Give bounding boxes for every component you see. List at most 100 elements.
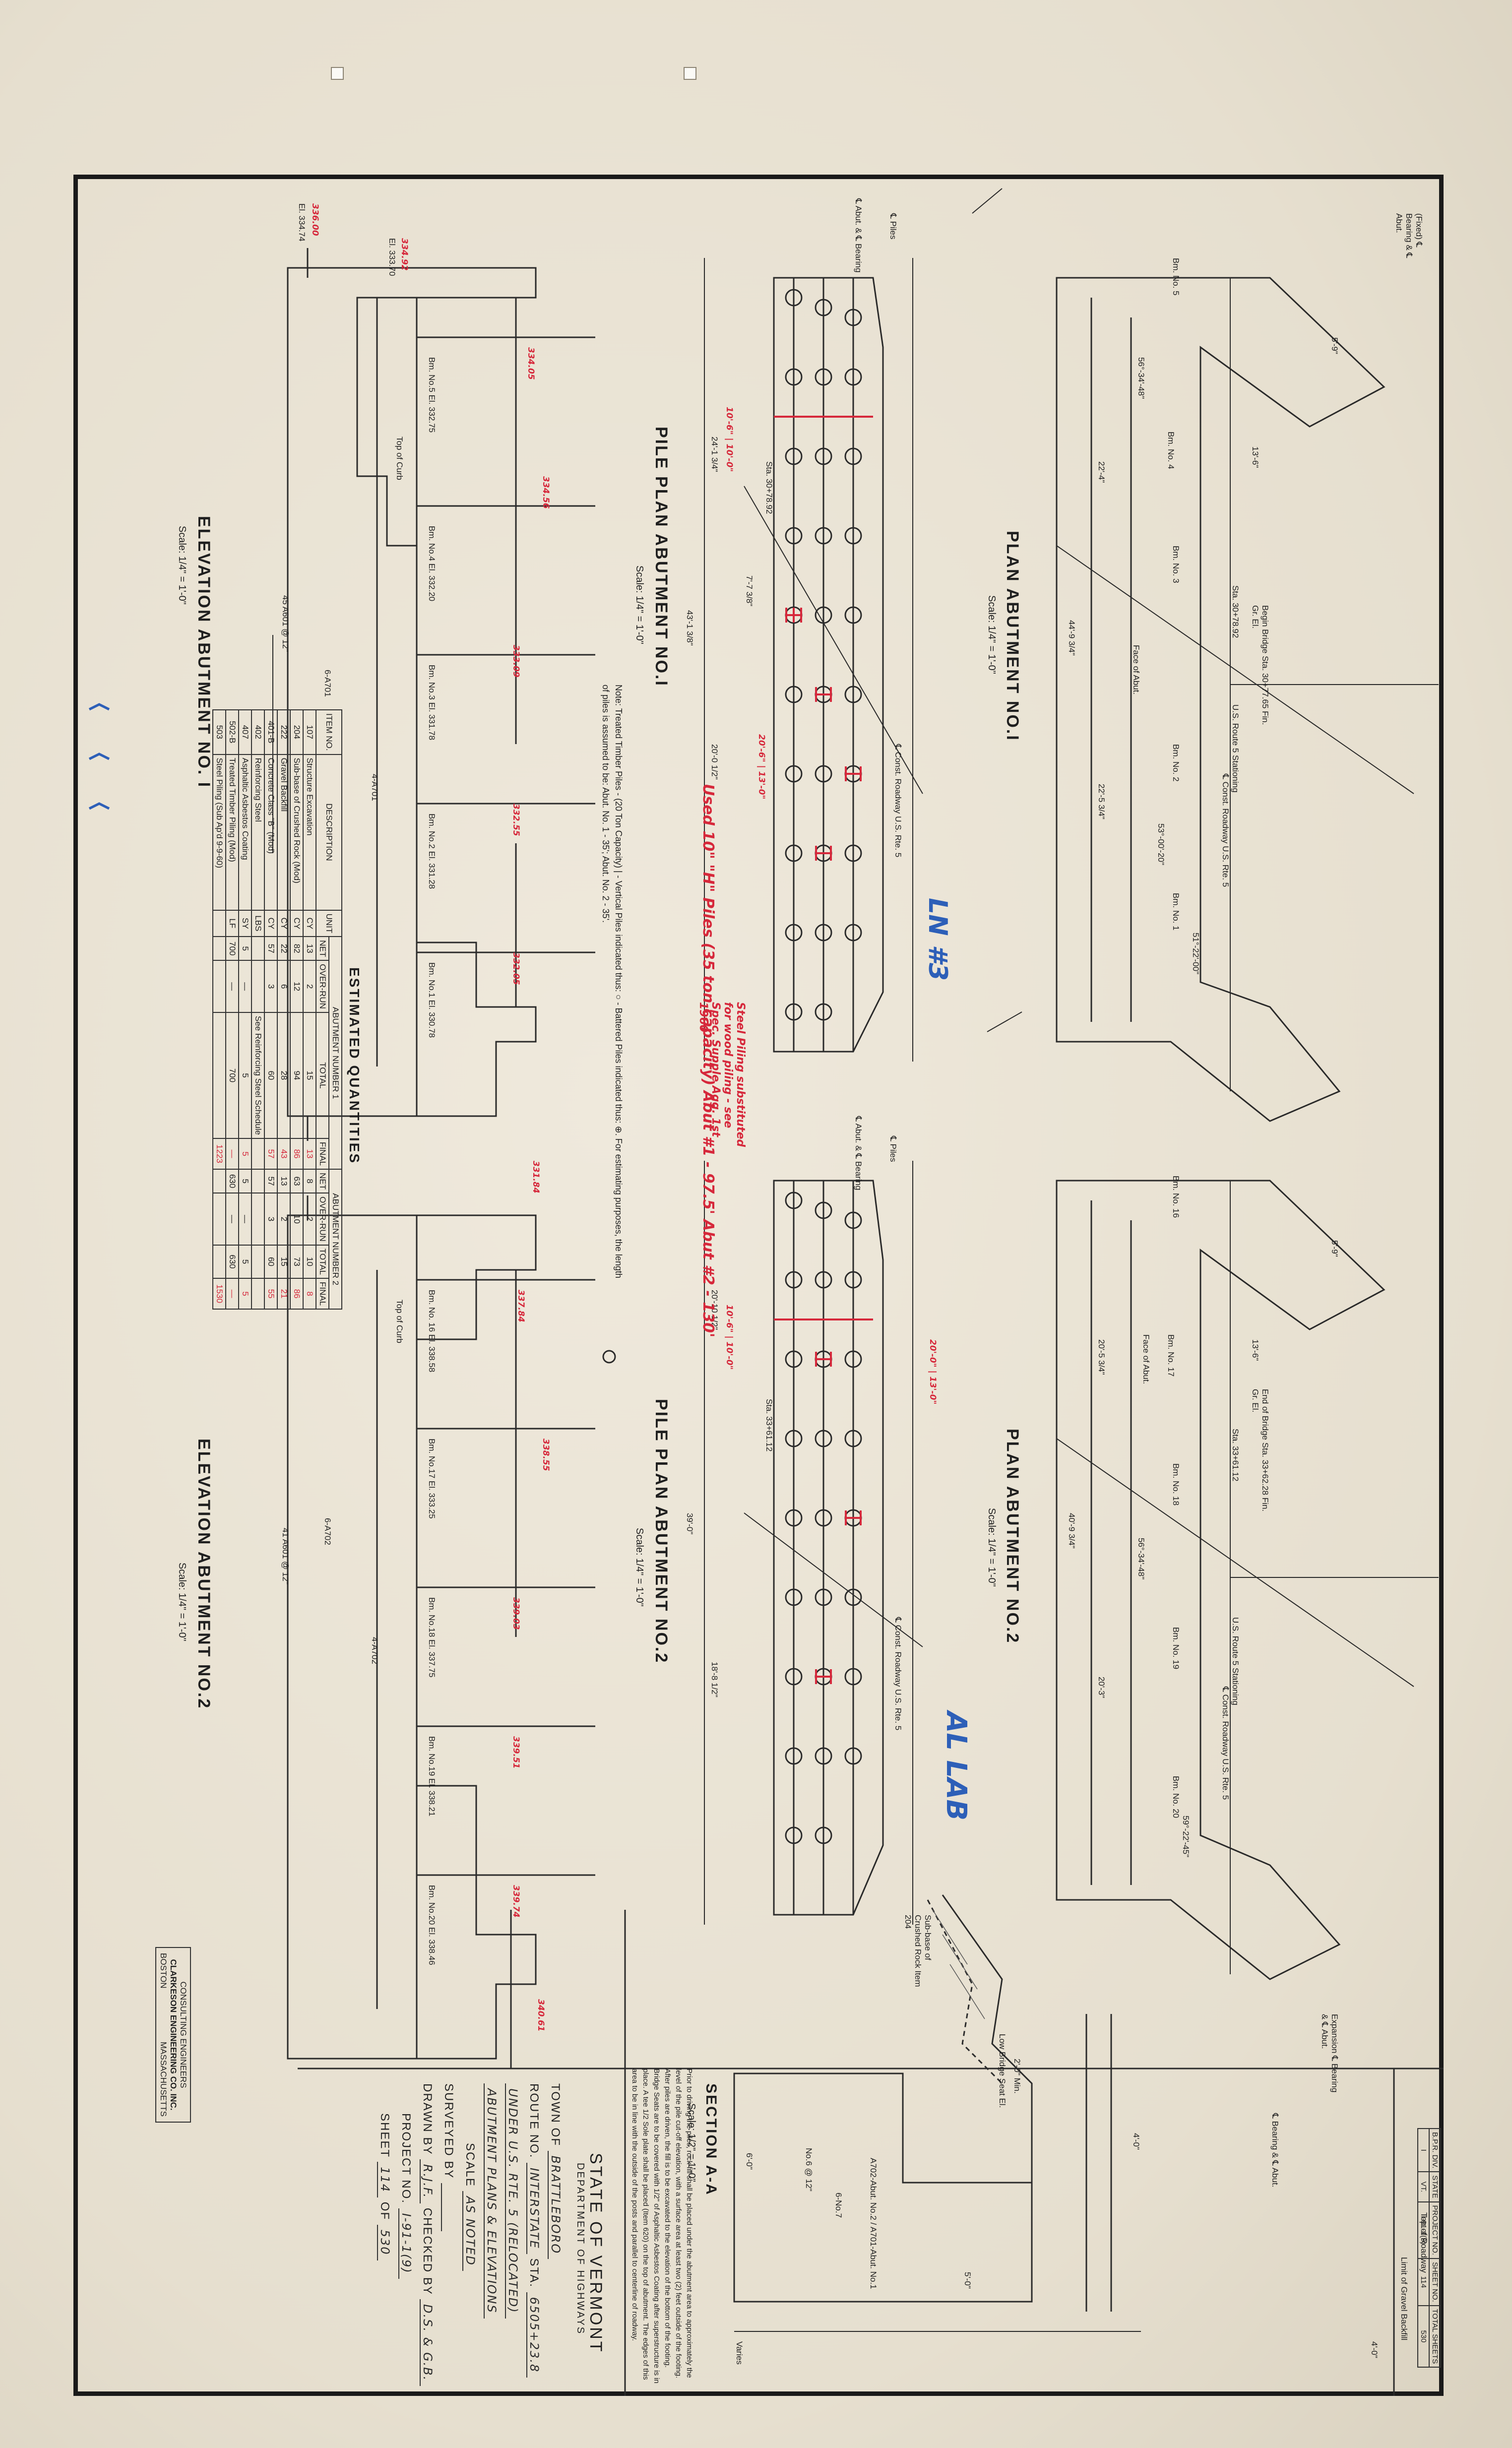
plan1-angle: 53°-00'-20": [1156, 823, 1166, 866]
section-dim: 6'-0": [745, 2153, 754, 2170]
abut1-value: 57: [264, 1138, 277, 1170]
abut2-value: 5: [239, 1278, 252, 1310]
plan2-bearings: Expansion ℄ Bearing & ℄ Abut.: [1320, 2014, 1339, 2093]
abut2-value: 3: [264, 1193, 277, 1245]
red-elev-mark: 334.92: [399, 238, 409, 271]
plan1-bridge-note: Begin Bridge Sta. 30+77.65 Fin. Gr. El.: [1251, 605, 1270, 725]
abut2-value: 21: [277, 1278, 290, 1310]
consulting-title: CONSULTING ENGINEERS: [179, 1981, 188, 2088]
red-elev-mark: 334.05: [526, 347, 536, 380]
red-pile-dim: 20'-0" | 13'-0": [928, 1339, 938, 1405]
abut1-value: 13: [303, 1138, 316, 1170]
pile2-sta: Sta. 33+61.12: [764, 1399, 774, 1452]
item-no: 503: [213, 710, 226, 754]
corner-value: I-91-1(9): [1418, 2201, 1429, 2259]
sheet-value: 114: [377, 2162, 392, 2198]
pile1-dim: 20'-0 1/2": [710, 744, 719, 780]
plan1-dim: 22'-5 3/4": [1097, 784, 1106, 819]
plan2-bm: Bm. No. 16: [1171, 1176, 1181, 1218]
elevation-2-scale: Scale: 1/4" = 1'-0": [177, 1563, 188, 1641]
red-elev-mark: 332.55: [511, 804, 521, 836]
section-label: 2'-0" Min.: [1012, 2059, 1022, 2094]
pile-plan-1-note: Note: Treated Timber Piles - (20 Ton Cap…: [601, 685, 624, 1278]
abut1-value: 28: [277, 1012, 290, 1138]
section-label: A702-Abut. No.2 / A701-Abut. No.1: [869, 2158, 878, 2289]
quantities-title: ESTIMATED QUANTITIES: [347, 967, 362, 1165]
pile1-piles: ℄ Piles: [888, 213, 898, 240]
project-label: PROJECT NO.: [399, 2113, 413, 2204]
section-label: Low Bridge Seat El.: [998, 2034, 1007, 2108]
section-aa-title: SECTION A-A: [703, 2083, 719, 2196]
plan-1-scale: Scale: 1/4" = 1'-0": [986, 595, 997, 674]
blue-initial-mark: AL LAB: [940, 1711, 972, 1821]
red-elev-mark: 338.55: [541, 1439, 551, 1471]
item-description: Structure Excavation: [303, 754, 316, 910]
header-abutment-1: ABUTMENT NUMBER 1: [329, 937, 342, 1170]
elev2-rebar: 41 A601 @ 12": [281, 1528, 290, 1585]
plan1-angle: 56°-34'-48": [1136, 357, 1146, 399]
plan1-sta: Sta. 30+78.92: [1231, 585, 1240, 638]
plan2-bm: Bm. No. 18: [1171, 1463, 1181, 1506]
title-dept: DEPARTMENT OF HIGHWAYS: [575, 2163, 586, 2335]
consulting-engineers-box: CONSULTING ENGINEERS CLARKESON ENGINEERI…: [155, 1947, 191, 2123]
subheader: FINAL: [316, 1278, 329, 1310]
plan1-bearings: (Fixed) ℄ Bearing & ℄ Abut.: [1394, 213, 1424, 258]
abut1-value: 6: [277, 960, 290, 1012]
corner-header: PROJECT NO.: [1429, 2201, 1441, 2259]
checked-value: D.S. & G.B.: [420, 2299, 435, 2386]
red-elev-mark: 333.09: [511, 645, 521, 678]
item-unit: LF: [226, 910, 239, 937]
elev2-bm18-label: Bm. No.18 El. 337.75: [427, 1597, 437, 1678]
item-no: 401-B: [264, 710, 277, 754]
corner-header: B.P.R. DIV.: [1429, 2129, 1441, 2172]
abut1-value: 60: [264, 1012, 277, 1138]
section-label: 6-No.7: [834, 2193, 843, 2218]
of-label: OF: [378, 2201, 391, 2221]
red-elev-mark: 340.61: [536, 1999, 546, 2032]
plan2-face: Face of Abut.: [1141, 1334, 1151, 1384]
section-label: Limit of Gravel Backfill: [1399, 2257, 1409, 2341]
item-description: Reinforcing Steel: [252, 754, 264, 910]
item-unit: CY: [277, 910, 290, 937]
red-elev-mark: 339.03: [511, 1597, 521, 1630]
elev2-top-curb: Top of Curb: [395, 1300, 404, 1343]
abut2-value: [213, 1245, 226, 1279]
header-unit: UNIT: [316, 910, 342, 937]
section-label: Varies: [735, 2341, 744, 2365]
abut1-value: 3: [264, 960, 277, 1012]
abut2-value: 10: [303, 1245, 316, 1279]
abut2-value: 15: [277, 1245, 290, 1279]
pile2-roadway: ℄ Const. Roadway U.S. Rte. 5: [893, 1617, 903, 1731]
punch-hole: [684, 67, 696, 80]
item-description: Sub-base of Crushed Rock (Mod): [290, 754, 303, 910]
abut1-value: 82: [290, 937, 303, 961]
abut1-value: [213, 1012, 226, 1138]
scale-value: AS NOTED: [462, 2191, 477, 2271]
abut2-value: [213, 1169, 226, 1193]
consulting-city: BOSTON: [159, 1953, 168, 1989]
elev2-bm17-label: Bm. No.17 El. 333.25: [427, 1439, 437, 1519]
plan2-dim: 20'-5 3/4": [1097, 1339, 1106, 1375]
pile2-piles: ℄ Piles: [888, 1136, 898, 1162]
corner-value: 530: [1418, 2305, 1429, 2368]
sta-value: 6505+23.8: [526, 2292, 541, 2378]
item-description: Gravel Backfill: [277, 754, 290, 910]
subheader: TOTAL: [316, 1245, 329, 1279]
section-dim: 4'-0": [1132, 2133, 1141, 2150]
consulting-state: MASSACHUSETTS: [159, 2041, 168, 2117]
subheader: TOTAL: [316, 1012, 329, 1138]
abut2-value: 57: [264, 1169, 277, 1193]
corner-header: STATE: [1429, 2172, 1441, 2202]
red-elev-mark: 337.84: [516, 1290, 526, 1322]
abut1-value: 86: [290, 1138, 303, 1170]
elev1-bm4-label: Bm. No.4 El. 332.20: [427, 526, 437, 602]
abut2-value: 630: [226, 1245, 239, 1279]
abut1-value: [252, 1138, 264, 1170]
plan-abutment-1-title: PLAN ABUTMENT NO.I: [1003, 531, 1022, 742]
elev1-bm3-label: Bm. No.3 El. 331.78: [427, 665, 437, 741]
abut2-value: 630: [226, 1169, 239, 1193]
